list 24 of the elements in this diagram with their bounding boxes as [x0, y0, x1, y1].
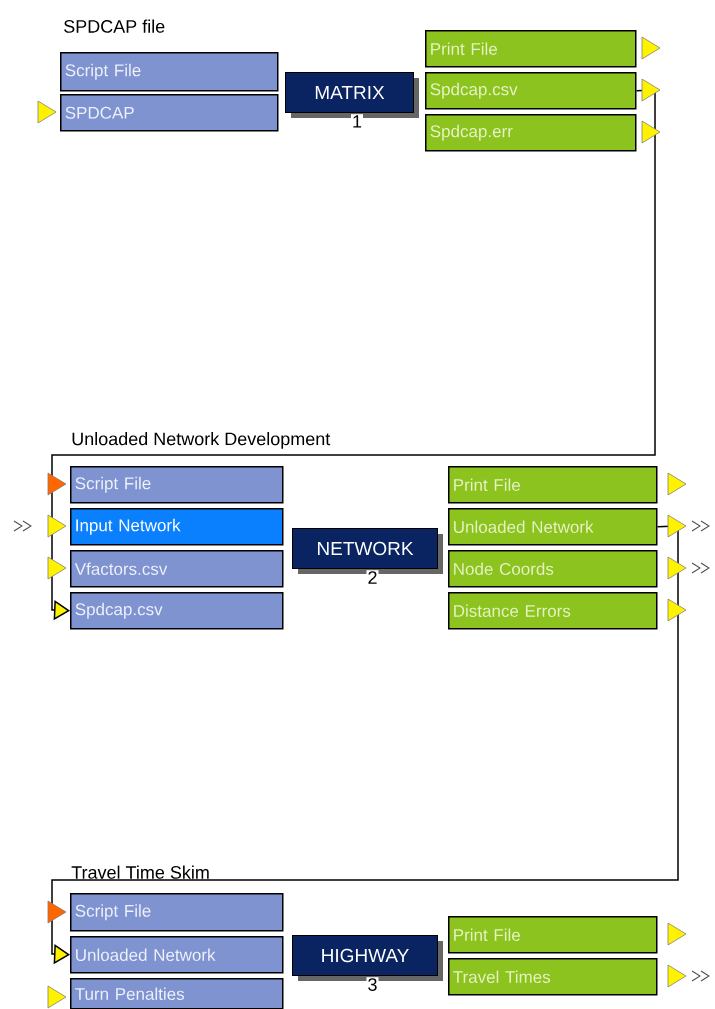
input-box: Script File — [60, 52, 279, 92]
output-box: Print File — [425, 30, 637, 68]
output-box: Node Coords — [448, 550, 658, 588]
output-box: Distance Errors — [448, 592, 658, 630]
input-box: Unloaded Network — [70, 936, 284, 974]
group-title: SPDCAP file — [64, 19, 165, 33]
group-title: Unloaded Network Development — [72, 432, 331, 449]
output-box: Travel Times — [448, 958, 658, 996]
output-box: Unloaded Network — [448, 508, 658, 546]
step-number: 1 — [351, 114, 363, 129]
input-box: Vfactors.csv — [70, 550, 284, 588]
output-box: Spdcap.err — [425, 114, 637, 152]
input-box: Input Network — [70, 508, 284, 546]
output-box: Print File — [448, 916, 658, 954]
input-box: Script File — [70, 466, 284, 504]
input-box: Script File — [70, 893, 284, 932]
input-box: Turn Penalties — [70, 978, 284, 1009]
output-box: Spdcap.csv — [425, 72, 637, 110]
input-box: Spdcap.csv — [70, 592, 284, 630]
step-number: 2 — [366, 570, 379, 585]
group-title: Travel Time Skim — [71, 865, 209, 879]
input-box: SPDCAP — [60, 94, 279, 132]
step-number: 3 — [366, 977, 379, 992]
output-box: Print File — [448, 466, 658, 504]
